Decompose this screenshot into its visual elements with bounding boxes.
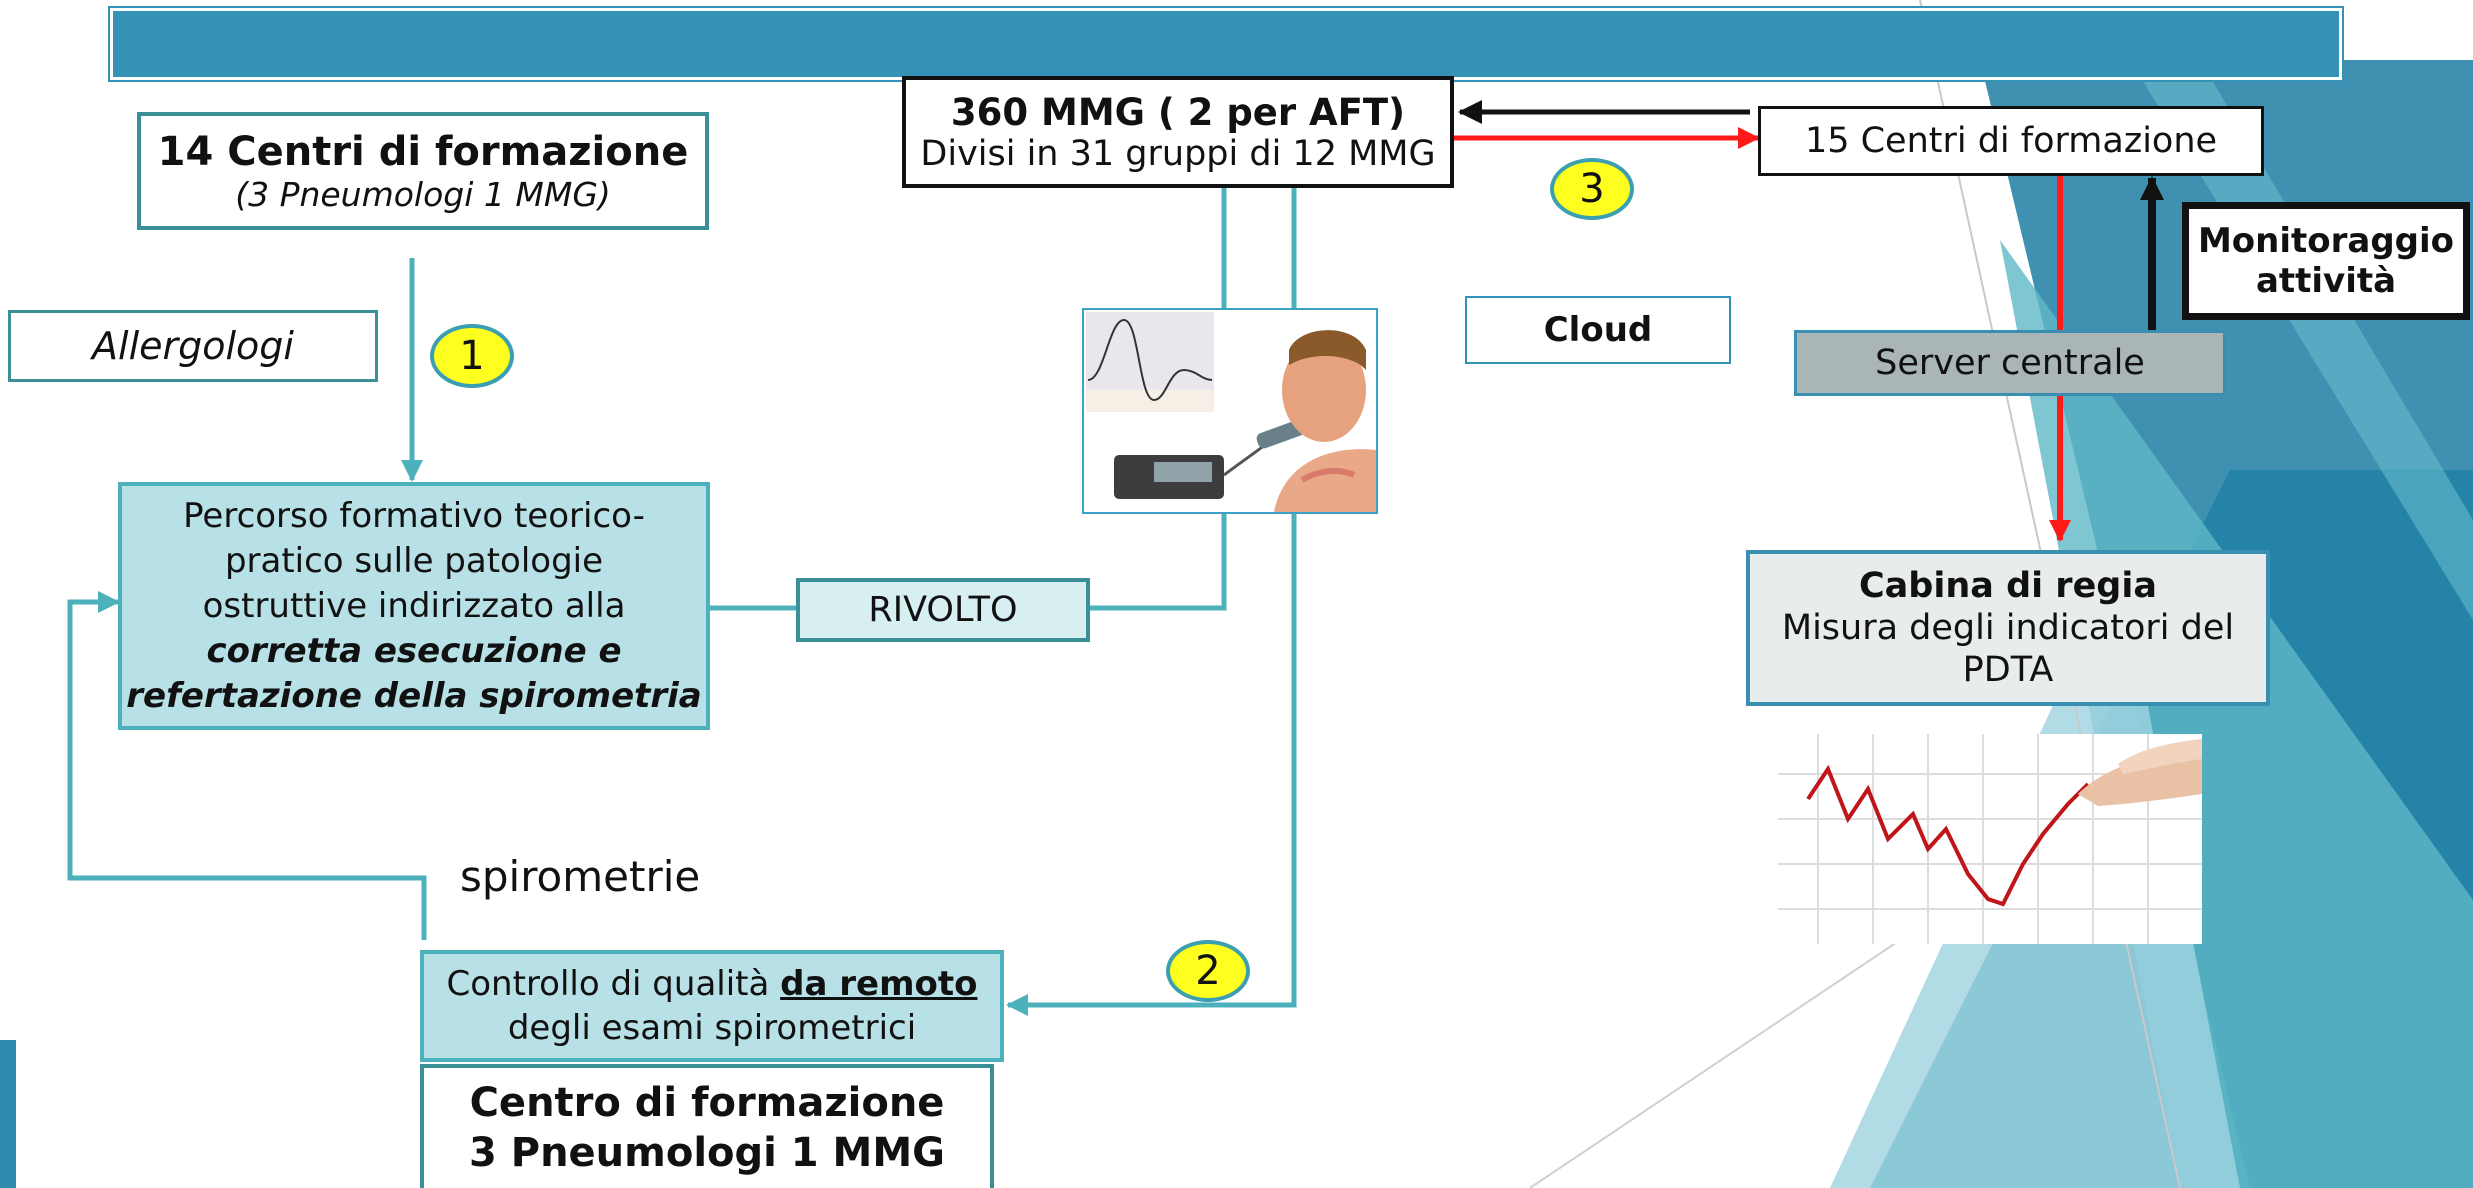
percorso-line-4: corretta esecuzione e — [206, 630, 622, 671]
trend-chart-image — [1778, 734, 2202, 944]
controllo-prefix: Controllo di qualità — [446, 964, 781, 1004]
cabina-line-3: PDTA — [1962, 650, 2054, 690]
centri-15-box: 15 Centri di formazione — [1758, 106, 2264, 176]
rivolto-box: RIVOLTO — [796, 578, 1090, 642]
controllo-remoto: da remoto — [780, 964, 978, 1004]
monitoraggio-line-2: attività — [2255, 261, 2397, 301]
monitoraggio-line-1: Monitoraggio — [2197, 221, 2455, 261]
centro-formazione-box: Centro di formazione 3 Pneumologi 1 MMG — [420, 1064, 994, 1188]
cloud-label: Cloud — [1543, 310, 1653, 350]
mmg-box: 360 MMG ( 2 per AFT) Divisi in 31 gruppi… — [902, 76, 1454, 188]
centri-14-title: 14 Centri di formazione — [157, 128, 689, 175]
step-badge-1: 1 — [430, 324, 514, 388]
mmg-title: 360 MMG ( 2 per AFT) — [950, 90, 1406, 134]
controllo-line-1: Controllo di qualità da remoto — [447, 962, 978, 1006]
centri-14-subtitle: (3 Pneumologi 1 MMG) — [235, 174, 611, 214]
centro-line-1: Centro di formazione — [469, 1080, 945, 1126]
centri-14-box: 14 Centri di formazione (3 Pneumologi 1 … — [137, 112, 709, 230]
mmg-subtitle: Divisi in 31 gruppi di 12 MMG — [920, 133, 1436, 174]
monitoraggio-box: Monitoraggio attività — [2182, 202, 2470, 320]
cabina-line-2: Misura degli indicatori del — [1781, 608, 2235, 648]
trend-chart-illustration — [1778, 734, 2202, 944]
cabina-box: Cabina di regia Misura degli indicatori … — [1746, 550, 2270, 706]
allergologi-box: Allergologi — [8, 310, 378, 382]
spirometry-illustration — [1086, 312, 1376, 512]
step-badge-2-label: 2 — [1195, 948, 1221, 994]
spirometrie-label: spirometrie — [460, 852, 701, 901]
cabina-title: Cabina di regia — [1859, 566, 2157, 606]
percorso-line-3: ostruttive indirizzato alla — [202, 585, 626, 626]
percorso-line-1: Percorso formativo teorico- — [183, 495, 645, 536]
percorso-line-2: pratico sulle patologie — [224, 540, 604, 581]
server-centrale-box: Server centrale — [1794, 330, 2226, 396]
centri-15-label: 15 Centri di formazione — [1804, 121, 2218, 161]
step-badge-1-label: 1 — [459, 333, 485, 379]
centro-line-2: 3 Pneumologi 1 MMG — [469, 1130, 945, 1176]
percorso-formativo-box: Percorso formativo teorico- pratico sull… — [118, 482, 710, 730]
rivolto-label: RIVOLTO — [868, 590, 1018, 630]
percorso-line-5: refertazione della spirometria — [126, 675, 702, 716]
step-badge-3-label: 3 — [1579, 166, 1605, 212]
step-badge-3: 3 — [1550, 158, 1634, 220]
controllo-line-2: degli esami spirometrici — [507, 1008, 917, 1048]
spirometry-image — [1082, 308, 1378, 514]
server-centrale-label: Server centrale — [1875, 343, 2145, 383]
controllo-qualita-box: Controllo di qualità da remoto degli esa… — [420, 950, 1004, 1062]
allergologi-label: Allergologi — [92, 324, 294, 368]
step-badge-2: 2 — [1166, 940, 1250, 1002]
cloud-box: Cloud — [1465, 296, 1731, 364]
